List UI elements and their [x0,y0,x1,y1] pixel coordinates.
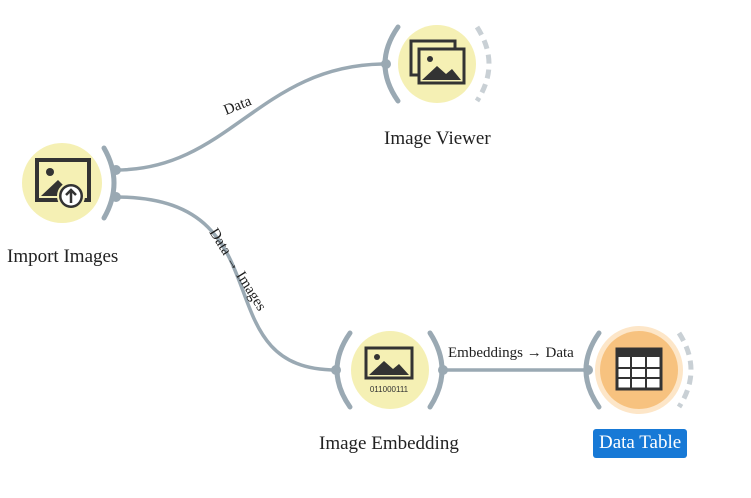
output-anchor[interactable] [111,165,121,175]
image-embedding-icon: 011000111 [364,346,414,394]
input-anchor[interactable] [583,365,593,375]
node-image-viewer[interactable] [381,24,492,104]
link-label-data-to-images: Data → Images [206,226,270,314]
input-anchor[interactable] [381,59,391,69]
output-channel-arc-empty [474,25,492,103]
image-gallery-icon [409,39,466,85]
image-upload-icon [35,158,91,210]
input-anchor[interactable] [331,365,341,375]
output-anchor[interactable] [438,365,448,375]
link-label-embeddings-to-data: Embeddings → Data [448,345,574,361]
table-icon [615,347,663,391]
node-image-embedding[interactable]: 011000111 [331,330,448,410]
node-title-image-viewer[interactable]: Image Viewer [384,128,491,149]
node-data-table[interactable] [583,326,694,414]
binary-code-text: 011000111 [370,385,409,394]
node-title-data-table[interactable]: Data Table [593,429,688,458]
link-import-to-embedding[interactable] [115,195,337,372]
output-channel-arc [101,145,117,221]
node-title-image-embedding[interactable]: Image Embedding [319,433,459,454]
node-title-import-images[interactable]: Import Images [7,246,119,267]
link-import-to-viewer[interactable] [115,62,387,172]
output-anchor[interactable] [111,192,121,202]
node-import-images[interactable] [22,143,121,223]
output-channel-arc-empty [676,331,694,409]
